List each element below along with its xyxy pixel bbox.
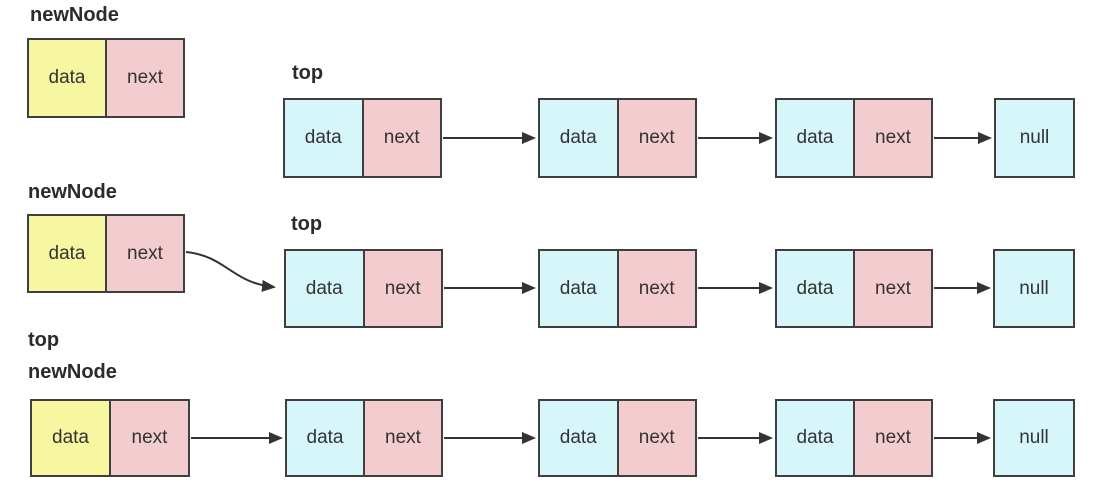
data-cell: data xyxy=(29,40,105,116)
data-cell: data xyxy=(777,401,853,475)
list-node: data next xyxy=(775,98,933,178)
null-node: null xyxy=(993,249,1075,328)
next-cell: next xyxy=(853,401,931,475)
data-cell: data xyxy=(287,401,363,475)
data-cell: data xyxy=(29,216,105,291)
next-cell: next xyxy=(616,401,695,475)
top-label: top xyxy=(292,62,324,84)
next-cell: next xyxy=(105,216,183,291)
next-cell: next xyxy=(109,401,188,475)
next-cell: next xyxy=(361,100,440,176)
next-cell: next xyxy=(853,100,931,176)
data-cell: data xyxy=(540,251,617,326)
list-node: data next xyxy=(775,249,933,328)
new-node: data next xyxy=(27,214,185,293)
new-node: data next xyxy=(30,399,190,477)
next-cell: next xyxy=(362,251,441,326)
data-cell: data xyxy=(777,100,853,176)
newnode-label: newNode xyxy=(28,181,117,203)
next-cell: next xyxy=(363,401,441,475)
data-cell: data xyxy=(32,401,109,475)
newnode-label: newNode xyxy=(30,4,119,26)
newnode-next-curved-arrow xyxy=(185,251,276,292)
data-cell: data xyxy=(285,100,362,176)
next-cell: next xyxy=(616,100,695,176)
newnode-label: newNode xyxy=(28,361,117,383)
list-node: data next xyxy=(775,399,933,477)
next-cell: next xyxy=(853,251,931,326)
list-node: data next xyxy=(284,249,443,328)
top-label: top xyxy=(291,213,323,235)
list-node: data next xyxy=(285,399,443,477)
data-cell: data xyxy=(286,251,363,326)
data-cell: data xyxy=(540,401,617,475)
data-cell: data xyxy=(777,251,853,326)
list-node: data next xyxy=(538,399,697,477)
list-node: data next xyxy=(538,98,697,178)
null-node: null xyxy=(994,98,1075,178)
next-cell: next xyxy=(105,40,183,116)
top-label: top xyxy=(28,329,60,351)
list-node: data next xyxy=(283,98,442,178)
next-cell: next xyxy=(616,251,695,326)
data-cell: data xyxy=(540,100,617,176)
new-node: data next xyxy=(27,38,185,118)
list-node: data next xyxy=(538,249,697,328)
null-node: null xyxy=(993,399,1075,477)
